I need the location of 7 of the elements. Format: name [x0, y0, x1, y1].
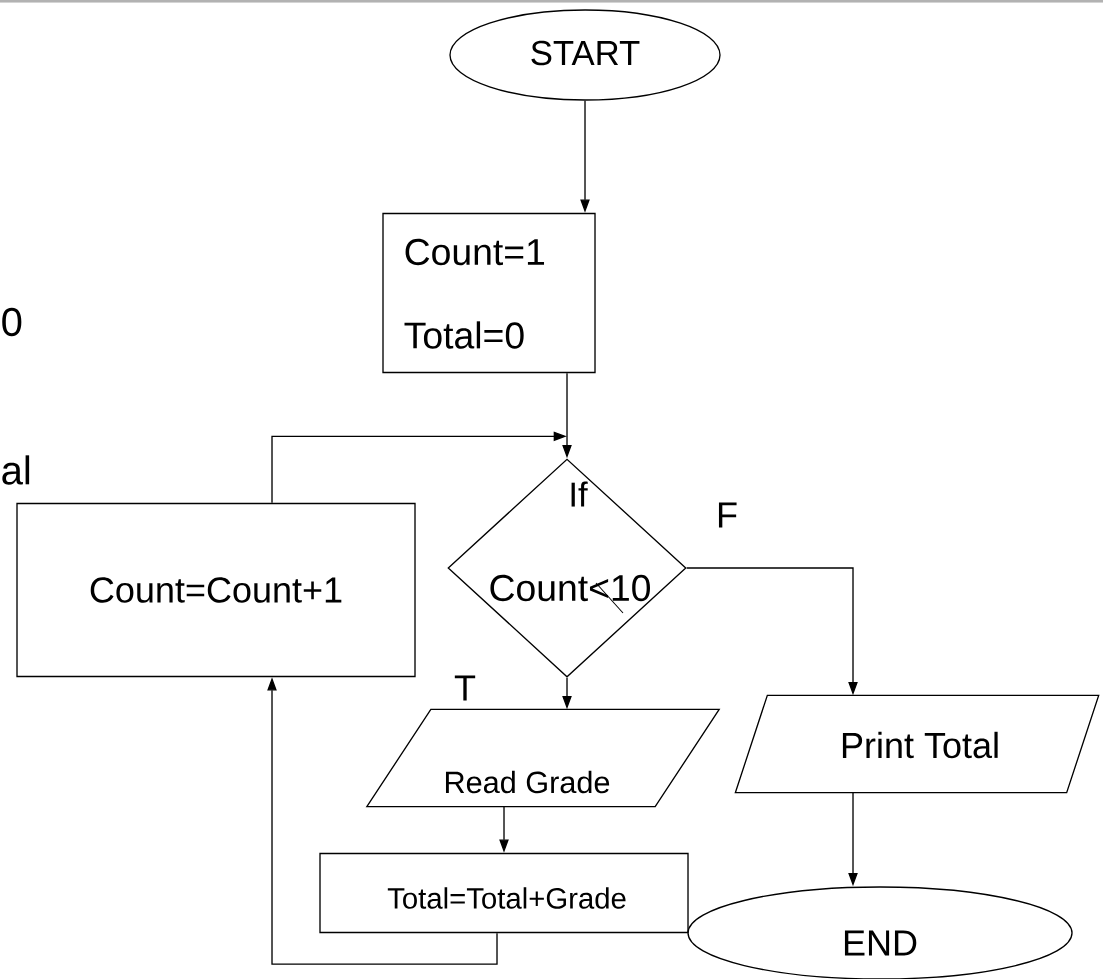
- text-fragment: al: [2, 455, 30, 485]
- process-box: Count=Count+1: [16, 502, 416, 678]
- input-output-parallelogram: Print Total: [734, 694, 1100, 794]
- process-box: Total=Total+Grade: [319, 852, 689, 934]
- text-fragment: 0: [2, 307, 22, 337]
- edge-label: F: [714, 501, 740, 529]
- process-box: Count=1 Total=0: [382, 212, 596, 374]
